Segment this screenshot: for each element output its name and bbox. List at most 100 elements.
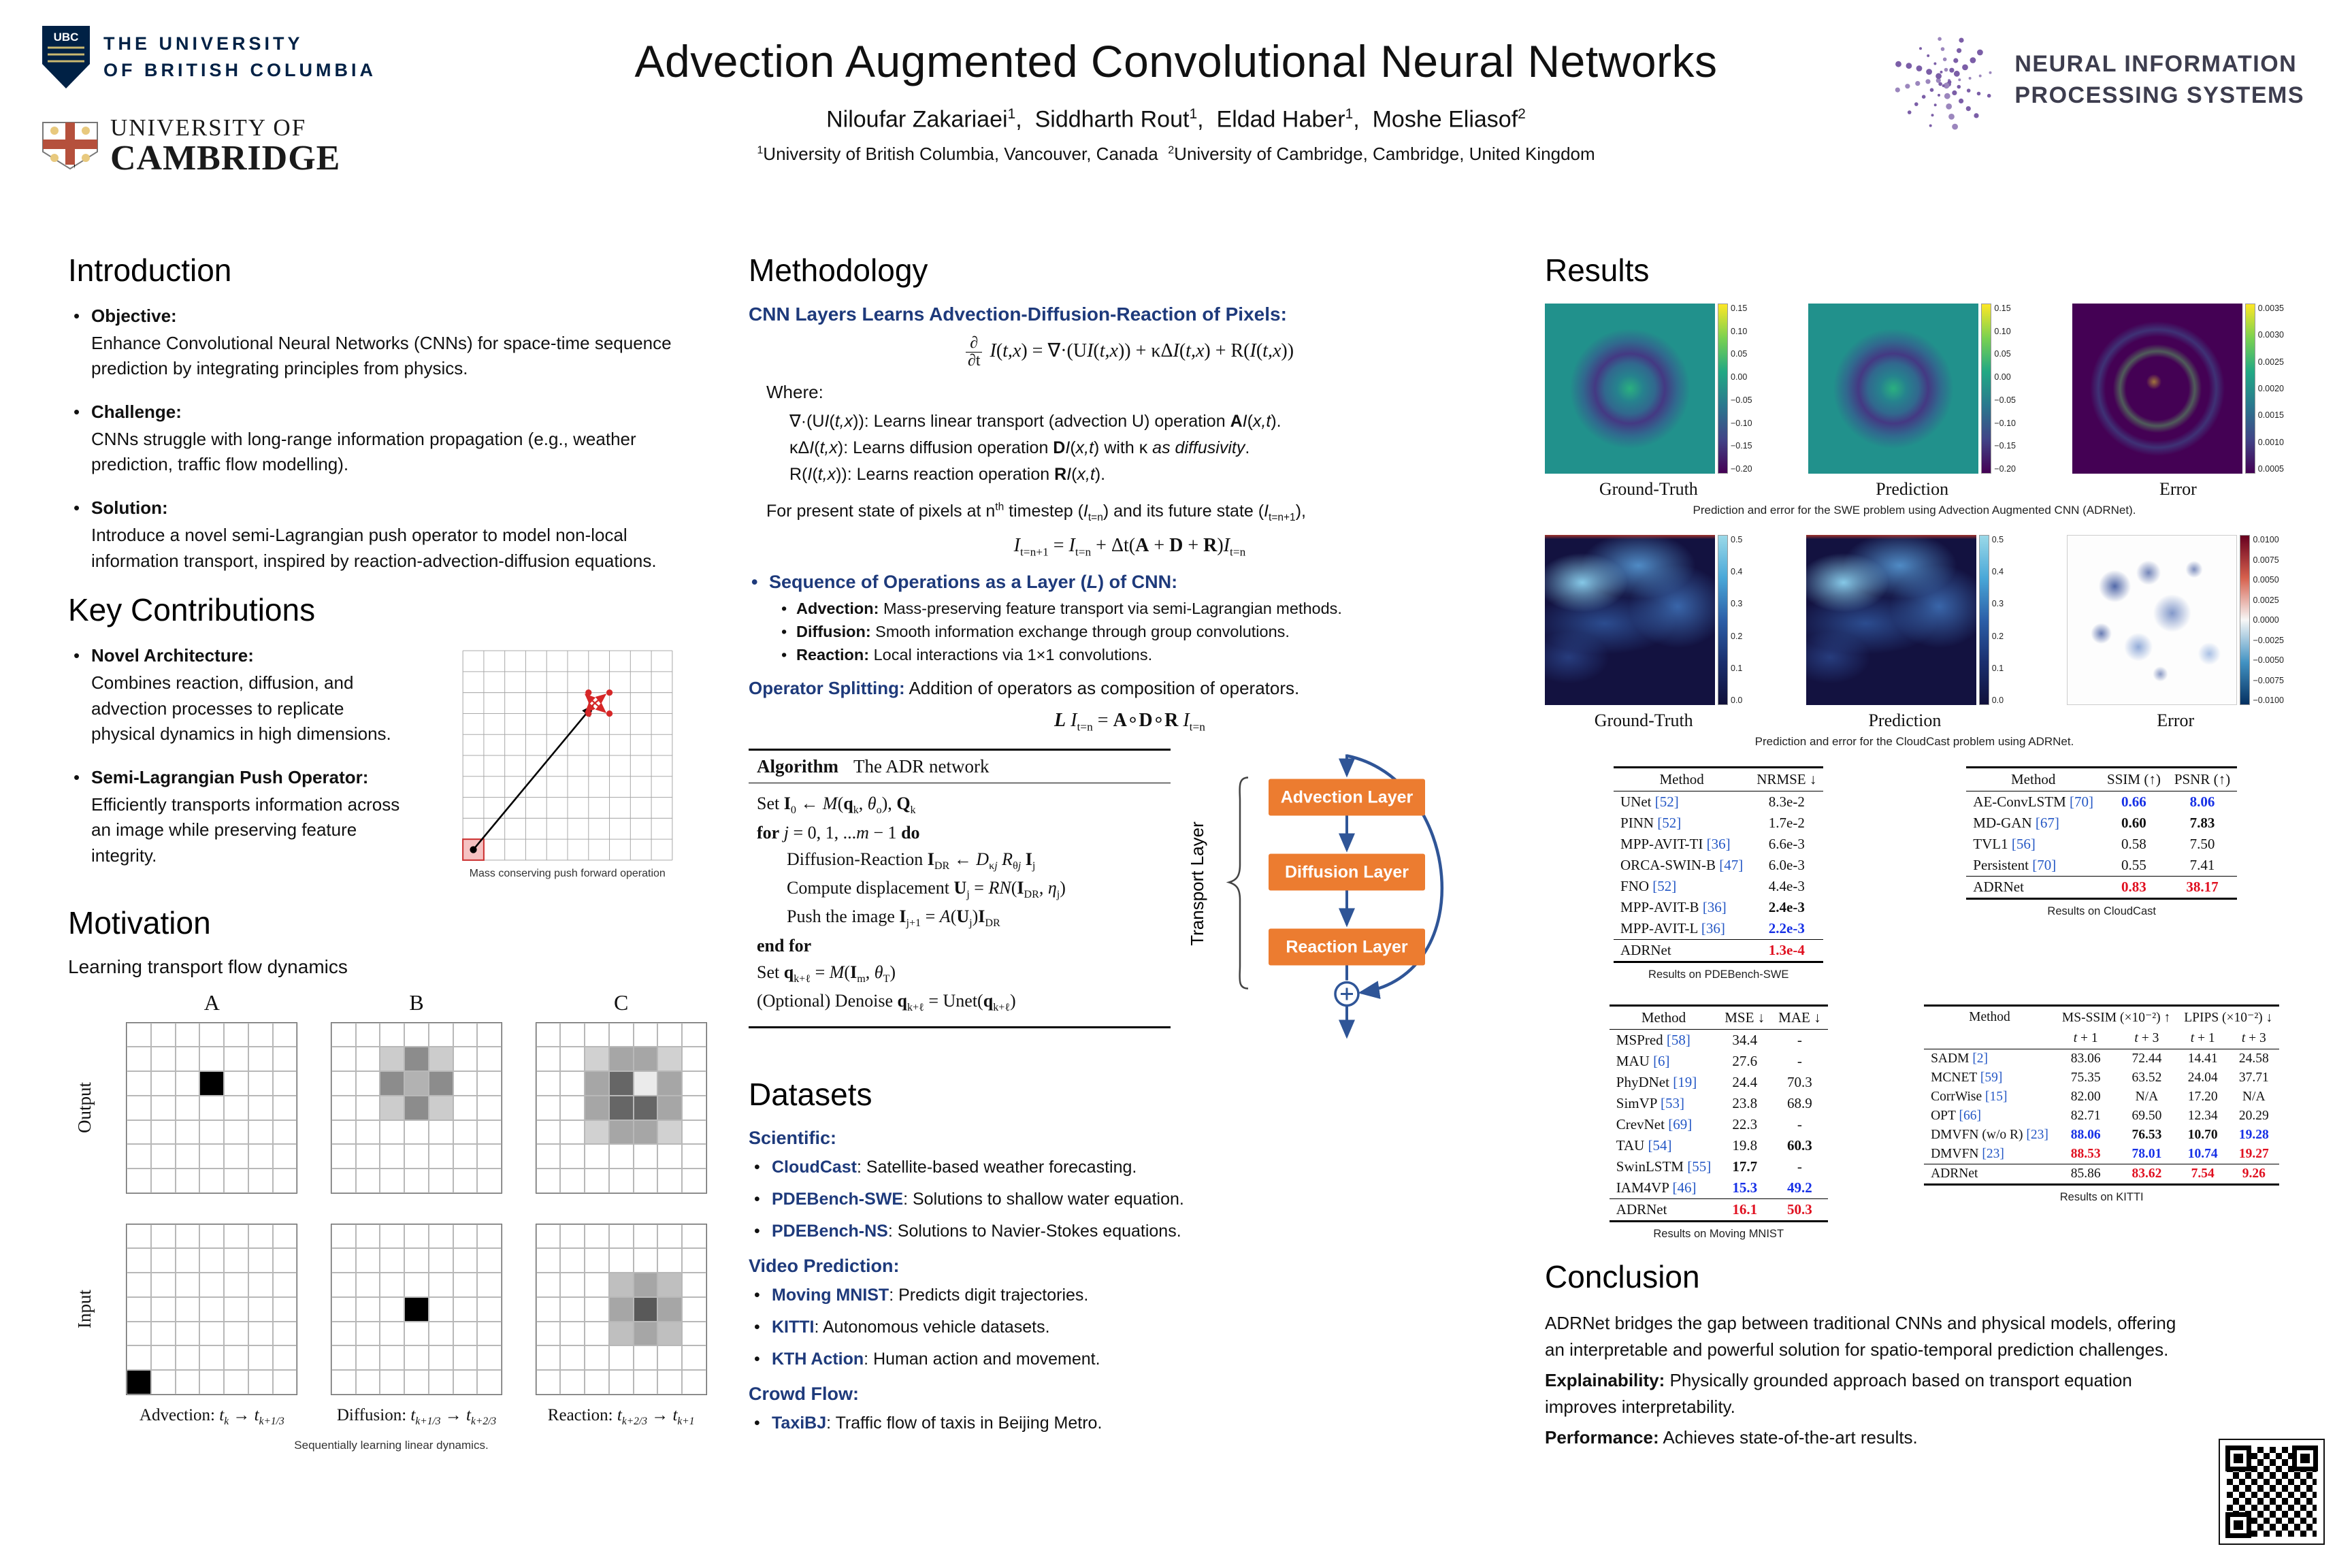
colorbar-tick: 0.0 [1991, 695, 2004, 705]
datasets-category-label: Video Prediction: [749, 1256, 900, 1277]
grid-cell [199, 1321, 225, 1346]
table-cell: 10.70 [2187, 1128, 2218, 1142]
table-cell: MCNET [59] [1931, 1071, 2003, 1085]
poster-title: Advection Augmented Convolutional Neural… [634, 36, 1718, 86]
algorithm-line: Set I0 ← M(qk, θo), Qk [757, 794, 916, 817]
grid-cell [151, 1224, 176, 1249]
table-cell: 85.86 [2055, 1164, 2117, 1185]
datasets-scientific-list: CloudCast: Satellite-based weather forec… [749, 1156, 1511, 1243]
grid-cell [355, 1296, 380, 1322]
table-cell: 23.8 [1732, 1095, 1758, 1111]
grid-cell [585, 1120, 609, 1145]
colorbar-tick: −0.20 [1731, 463, 1752, 474]
image-label: Ground-Truth [1599, 479, 1698, 499]
colorbar-tick: 0.3 [1991, 599, 2004, 609]
panel-letter: B [409, 990, 424, 1015]
table-cell: 82.00 [2070, 1090, 2101, 1104]
grid-cell [380, 1296, 405, 1322]
bullet-item: CloudCast: Satellite-based weather forec… [749, 1156, 1511, 1179]
sequence-heading: Sequence of Operations as a Layer (L) of… [749, 572, 1511, 593]
grid-cell [657, 1071, 682, 1096]
table-cell: 24.4 [1732, 1074, 1758, 1090]
table-cell: 83.62 [2116, 1164, 2178, 1185]
grid-cell [151, 1071, 176, 1096]
authors: Niloufar Zakariaei1, Siddharth Rout1, El… [826, 106, 1526, 133]
table-caption: Results on PDEBench-SWE [1648, 968, 1789, 981]
grid-cell [608, 1144, 634, 1169]
grid-cell [428, 1321, 453, 1346]
grid-cell [536, 1022, 561, 1047]
colorbar-tick: 0.00 [1994, 372, 2011, 382]
table-cell: AE-ConvLSTM [70] [1973, 794, 2094, 810]
grid-cell [428, 1095, 453, 1120]
grid-cell [681, 1369, 706, 1394]
table-cell: ADRNet [1609, 1198, 1718, 1222]
grid-cell [681, 1345, 706, 1370]
grid-cell [224, 1144, 248, 1169]
grid-cell [608, 1022, 634, 1047]
grid-cell [477, 1144, 502, 1169]
bullet-item: Advection: Mass-preserving feature trans… [779, 600, 1511, 618]
grid-cell [633, 1224, 658, 1249]
grid-cell [151, 1144, 176, 1169]
grid-cell [633, 1120, 658, 1145]
grid-cell [127, 1168, 152, 1193]
colorbar-tick: −0.05 [1731, 395, 1752, 405]
grid-cell [404, 1071, 429, 1096]
grid-cell [331, 1296, 356, 1322]
pde-equation: ∂ ∂t I(t,x) = ∇·(UI(t,x)) + κΔI(t,x) + R… [749, 334, 1511, 370]
grid-cell [453, 1321, 478, 1346]
grid-cell [453, 1345, 478, 1370]
list-item: κΔI(t,x): Learns diffusion operation DI(… [789, 438, 1250, 458]
grid-cell [453, 1369, 478, 1394]
grid-cell [453, 1071, 478, 1096]
grid-cell [127, 1047, 152, 1072]
colorbar-tick: −0.10 [1994, 418, 2016, 428]
grid-cell [248, 1345, 273, 1370]
output-row-label: Output [74, 1082, 95, 1134]
diffusion-layer-box [1269, 853, 1425, 891]
cloudcast-error-image [2067, 535, 2238, 705]
grid-cell [272, 1047, 297, 1072]
grid-cell [175, 1296, 200, 1322]
table-cell: 34.4 [1732, 1032, 1758, 1048]
bullet-item: Novel Architecture:Combines reaction, di… [68, 643, 406, 747]
colorbar-tick: −0.0025 [2253, 635, 2284, 645]
grid-cell [151, 1047, 176, 1072]
grid-cell [404, 1144, 429, 1169]
colorbar [2244, 304, 2255, 474]
grid-cell [355, 1095, 380, 1120]
colorbar-tick: 0.0050 [2253, 575, 2279, 585]
grid-cell [608, 1224, 634, 1249]
grid-cell [272, 1022, 297, 1047]
grid-cell [608, 1168, 634, 1193]
grid-cell [380, 1095, 405, 1120]
grid-cell [404, 1321, 429, 1346]
grid-cell [536, 1095, 561, 1120]
grid-cell [657, 1224, 682, 1249]
grid-cell [585, 1345, 609, 1370]
grid-cell [127, 1345, 152, 1370]
grid-cell [355, 1369, 380, 1394]
grid-cell [151, 1120, 176, 1145]
table-caption: Results on CloudCast [2047, 905, 2156, 917]
grid-cell [404, 1273, 429, 1297]
methodology-heading: Methodology [749, 252, 928, 288]
advection-caption: Advection: tk → tk+1/3 [139, 1405, 284, 1427]
grid-cell [272, 1273, 297, 1297]
grid-cell [331, 1248, 356, 1273]
algorithm-line: (Optional) Denoise qk+ℓ = Unet(qk+ℓ) [757, 991, 1016, 1014]
contributions-heading: Key Contributions [68, 592, 316, 628]
table-cell: 10.74 [2187, 1147, 2218, 1161]
grid-cell [404, 1248, 429, 1273]
grid-cell [355, 1071, 380, 1096]
grid-cell [224, 1273, 248, 1297]
poster-content: Introduction Objective:Enhance Convoluti… [0, 225, 2352, 1475]
